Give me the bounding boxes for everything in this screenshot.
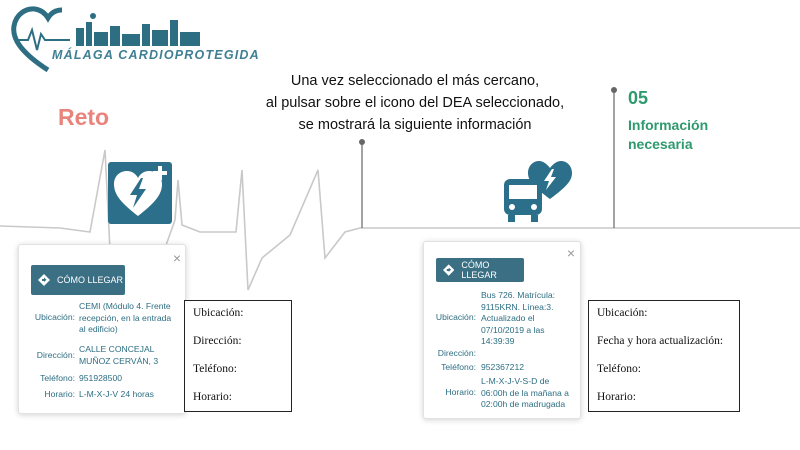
bus-dea-icon — [504, 161, 572, 222]
step-title: Información necesaria — [628, 116, 738, 154]
intro-line-2: al pulsar sobre el icono del DEA selecci… — [265, 95, 565, 111]
dea-heart-icon — [108, 162, 172, 224]
info-row-ubicacion: Ubicación: Bus 726. Matrícula: 9115KRN. … — [435, 290, 556, 346]
close-icon[interactable]: × — [566, 245, 575, 261]
intro-line-3: se mostrará la siguiente información — [298, 117, 532, 133]
como-llegar-label: CÓMO LLEGAR — [461, 260, 497, 280]
intro-text: Una vez seleccionado el más cercano, al … — [250, 70, 580, 136]
step-title-line-2: necesaria — [628, 136, 693, 152]
field-telefono: Teléfono: — [597, 363, 641, 375]
fields-box-dea: Ubicación: Dirección: Teléfono: Horario: — [184, 300, 292, 412]
info-row-horario: Horario: L-M-X-J-V 24 horas — [44, 389, 154, 399]
field-ubicacion: Ubicación: — [193, 307, 244, 319]
field-ubicacion: Ubicación: — [597, 307, 648, 319]
reto-heading: Reto — [58, 104, 110, 130]
info-row-horario: Horario: L-M-X-J-V-S-D de 06:00h de la m… — [445, 376, 569, 409]
info-row-direccion: Dirección: — [437, 348, 476, 358]
directions-icon — [443, 264, 455, 276]
directions-icon — [38, 274, 50, 286]
dea-info-card: × CÓMO LLEGAR Ubicación: CEMI (Módulo 4.… — [18, 244, 186, 414]
field-horario: Horario: — [193, 391, 232, 403]
step-title-line-1: Información — [628, 117, 709, 133]
como-llegar-button[interactable]: CÓMO LLEGAR — [436, 258, 524, 282]
logo-text: MÁLAGA CARDIOPROTEGIDA — [52, 48, 260, 62]
close-icon[interactable]: × — [172, 250, 181, 266]
field-direccion: Dirección: — [193, 335, 242, 347]
field-telefono: Teléfono: — [193, 363, 237, 375]
como-llegar-label: CÓMO LLEGAR — [57, 275, 124, 285]
intro-line-1: Una vez seleccionado el más cercano, — [290, 73, 540, 89]
field-fecha-hora: Fecha y hora actualización: — [597, 335, 724, 347]
bus-dea-info-card: × CÓMO LLEGAR Ubicación: Bus 726. Matríc… — [423, 241, 581, 419]
fields-box-bus: Ubicación: Fecha y hora actualización: T… — [588, 300, 740, 412]
info-row-ubicacion: Ubicación: CEMI (Módulo 4. Frente recepc… — [34, 301, 172, 334]
info-row-telefono: Teléfono: 951928500 — [40, 373, 123, 383]
como-llegar-button[interactable]: CÓMO LLEGAR — [31, 265, 125, 295]
field-horario: Horario: — [597, 391, 636, 403]
heart-skyline-logo — [11, 6, 200, 73]
info-row-direccion: Dirección: CALLE CONCEJAL MUÑOZ CERVÁN, … — [36, 344, 159, 366]
info-row-telefono: Teléfono: 952367212 — [441, 362, 525, 372]
step-number: 05 — [628, 88, 649, 108]
